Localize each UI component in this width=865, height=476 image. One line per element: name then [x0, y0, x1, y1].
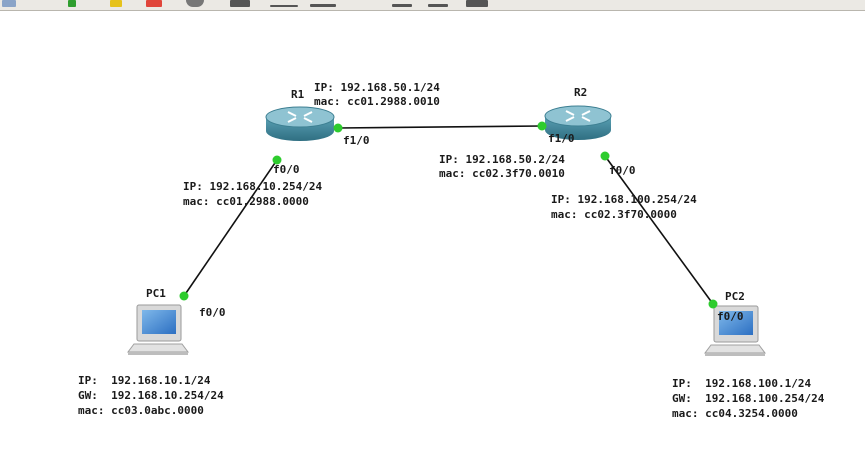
port-dot-r1-f10[interactable]: [333, 123, 343, 133]
pc2-gw: GW: 192.168.100.254/24: [672, 392, 825, 405]
pc2-mac: mac: cc04.3254.0000: [672, 407, 798, 420]
stop-icon[interactable]: [146, 0, 162, 7]
pc1-f00-label: f0/0: [199, 306, 226, 319]
r2-f00-ip: IP: 192.168.100.254/24: [551, 193, 697, 206]
pc1-mac: mac: cc03.0abc.0000: [78, 404, 204, 417]
r2-name: R2: [574, 86, 588, 99]
pc2-f00-label: f0/0: [717, 310, 744, 323]
zoom-out-icon[interactable]: [428, 4, 448, 7]
play-icon[interactable]: [68, 0, 76, 7]
link-r1-r2[interactable]: [337, 125, 543, 129]
pc1-ip: IP: 192.168.10.1/24: [78, 374, 211, 387]
link-r2-pc2[interactable]: [604, 155, 714, 305]
port-dot-r2-f00[interactable]: [600, 151, 610, 161]
reload-icon[interactable]: [186, 0, 204, 7]
router-r1[interactable]: [265, 106, 335, 141]
port-dot-r1-f00[interactable]: [272, 155, 282, 165]
pc1-laptop[interactable]: [127, 304, 189, 355]
r2-f10-ip: IP: 192.168.50.2/24: [439, 153, 565, 166]
star-icon[interactable]: [110, 0, 122, 7]
screenshot-icon[interactable]: [466, 0, 488, 7]
toolbar: [0, 0, 865, 11]
console-icon[interactable]: [230, 0, 250, 7]
pc2-name: PC2: [725, 290, 745, 303]
port-dot-r2-f10[interactable]: [537, 121, 547, 131]
r1-f00-label: f0/0: [273, 163, 300, 176]
select-icon[interactable]: [2, 0, 16, 7]
r2-f10-mac: mac: cc02.3f70.0010: [439, 167, 565, 180]
r1-f00-ip: IP: 192.168.10.254/24: [183, 180, 323, 193]
pc1-gw: GW: 192.168.10.254/24: [78, 389, 224, 402]
router-r2[interactable]: [544, 105, 612, 140]
pc2-ip: IP: 192.168.100.1/24: [672, 377, 812, 390]
r1-name: R1: [291, 88, 305, 101]
pc2-laptop[interactable]: [704, 305, 766, 356]
text-icon[interactable]: [270, 5, 298, 7]
r1-f10-mac: mac: cc01.2988.0010: [314, 95, 440, 108]
r1-f10-label: f1/0: [343, 134, 370, 147]
r1-f10-ip: IP: 192.168.50.1/24: [314, 81, 440, 94]
port-dot-pc2-f00[interactable]: [708, 299, 718, 309]
pc1-name: PC1: [146, 287, 166, 300]
link-r1-pc1[interactable]: [183, 159, 278, 297]
capture-icon[interactable]: [310, 4, 336, 7]
r2-f00-label: f0/0: [609, 164, 636, 177]
zoom-in-icon[interactable]: [392, 4, 412, 7]
r2-f10-label: f1/0: [548, 132, 575, 145]
r2-f00-mac: mac: cc02.3f70.0000: [551, 208, 677, 221]
r1-f00-mac: mac: cc01.2988.0000: [183, 195, 309, 208]
port-dot-pc1-f00[interactable]: [179, 291, 189, 301]
